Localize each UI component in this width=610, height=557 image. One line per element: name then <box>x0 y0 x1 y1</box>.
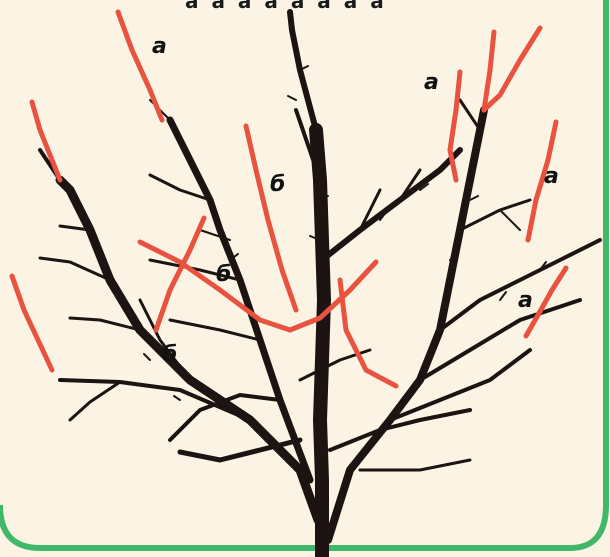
label-b-middle: б <box>216 264 231 286</box>
right-scaffold <box>328 110 484 540</box>
inner-left-scaffold <box>170 120 310 480</box>
label-a-top-left: а <box>152 36 167 58</box>
shoot-a-top-right-3 <box>450 72 460 180</box>
tree-branches <box>40 12 600 557</box>
label-a-top-right: а <box>424 72 439 94</box>
trunk <box>316 130 324 557</box>
middle-right-branch <box>322 150 460 260</box>
label-a-right-low: а <box>518 290 533 312</box>
shoot-a-top-left <box>118 12 162 120</box>
shoot-b-center-1 <box>246 126 296 310</box>
left-scaffold <box>60 180 318 520</box>
label-b-upper: б <box>270 174 285 196</box>
shoot-b-center-4 <box>290 262 376 330</box>
shoot-b-center-5 <box>340 280 396 386</box>
shoot-a-far-left <box>32 102 60 180</box>
shoot-a-top-right-1 <box>484 32 494 110</box>
shoot-a-bottom-left <box>12 276 52 370</box>
label-a-right-mid: а <box>544 166 559 188</box>
trunk-top <box>290 12 316 130</box>
highlighted-shoots <box>12 12 566 386</box>
label-b-lower: б <box>162 344 177 366</box>
